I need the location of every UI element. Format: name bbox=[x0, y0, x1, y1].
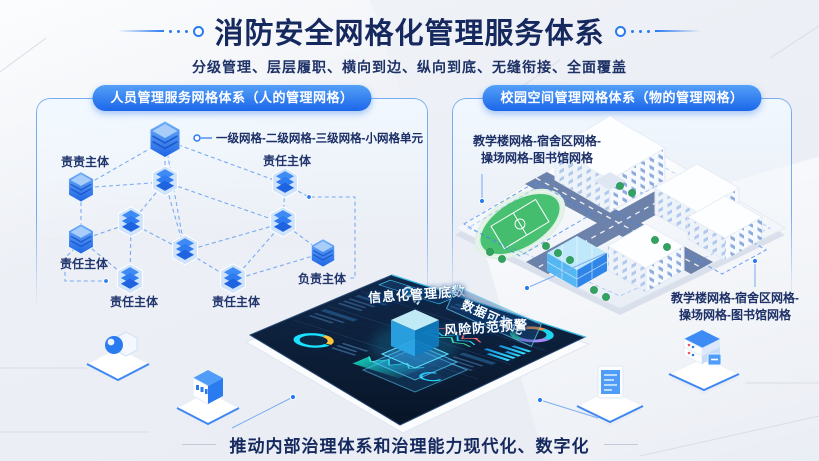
connector-dot bbox=[103, 278, 109, 284]
page-subtitle: 分级管理、层层履职、横向到边、纵向到底、无缝衔接、全面覆盖 bbox=[192, 59, 627, 75]
campus-grid-panel: 校园空间管理网格体系（物的管理网格） bbox=[452, 85, 792, 310]
title-decoration-left bbox=[118, 25, 205, 37]
cube-node-icon bbox=[152, 165, 178, 197]
document-icon bbox=[597, 365, 624, 399]
footer-line-right bbox=[603, 444, 638, 445]
annotation-ring bbox=[193, 134, 201, 142]
decor-platform-chip bbox=[175, 370, 241, 428]
server-stack-icon bbox=[683, 330, 722, 366]
title-decoration-right bbox=[614, 25, 701, 37]
campus-panel-title-button[interactable]: 校园空间管理网格体系（物的管理网格） bbox=[482, 85, 762, 111]
grid-levels-annotation: 一级网格-二级网格-三级网格-小网格单元 bbox=[216, 131, 423, 145]
node-label: 责任主体 bbox=[263, 153, 312, 168]
cube-node-icon bbox=[67, 171, 95, 203]
campus-annotation-bottom: 教学楼网格-宿舍区网格- 操场网格-图书馆网格 bbox=[671, 291, 799, 322]
cube-node-icon bbox=[117, 263, 143, 295]
campus-annotation-top: 教学楼网格-宿舍区网格- 操场网格-图书馆网格 bbox=[473, 134, 601, 165]
footer-line-left bbox=[181, 444, 216, 445]
personnel-panel-title-button[interactable]: 人员管理服务网格体系（人的管理网格） bbox=[92, 85, 372, 111]
cube-node-icon bbox=[172, 234, 198, 266]
page-title: 消防安全网格化管理服务体系 bbox=[214, 18, 605, 50]
footer: 推动内部治理体系和治理能力现代化、数字化 bbox=[0, 432, 819, 457]
node-label: 责责主体 bbox=[61, 154, 110, 169]
decor-platform-server bbox=[667, 330, 741, 394]
footer-caption: 推动内部治理体系和治理能力现代化、数字化 bbox=[229, 437, 590, 456]
chip-box-icon bbox=[192, 370, 223, 405]
badge-icon bbox=[105, 331, 138, 357]
node-label: 责任主体 bbox=[110, 294, 159, 309]
decor-platform-badge bbox=[85, 331, 151, 384]
header: 消防安全网格化管理服务体系 分级管理、层层履职、横向到边、纵向到底、无缝衔接、全… bbox=[0, 10, 819, 77]
cube-node-icon bbox=[272, 167, 298, 199]
cube-node-icon bbox=[118, 206, 144, 238]
connector-dot bbox=[306, 194, 312, 200]
cube-node-icon bbox=[67, 223, 95, 255]
node-label: 责任主体 bbox=[60, 256, 109, 271]
cube-node-icon bbox=[149, 120, 181, 159]
decor-platform-document bbox=[575, 365, 645, 426]
cube-node-icon bbox=[270, 206, 296, 238]
